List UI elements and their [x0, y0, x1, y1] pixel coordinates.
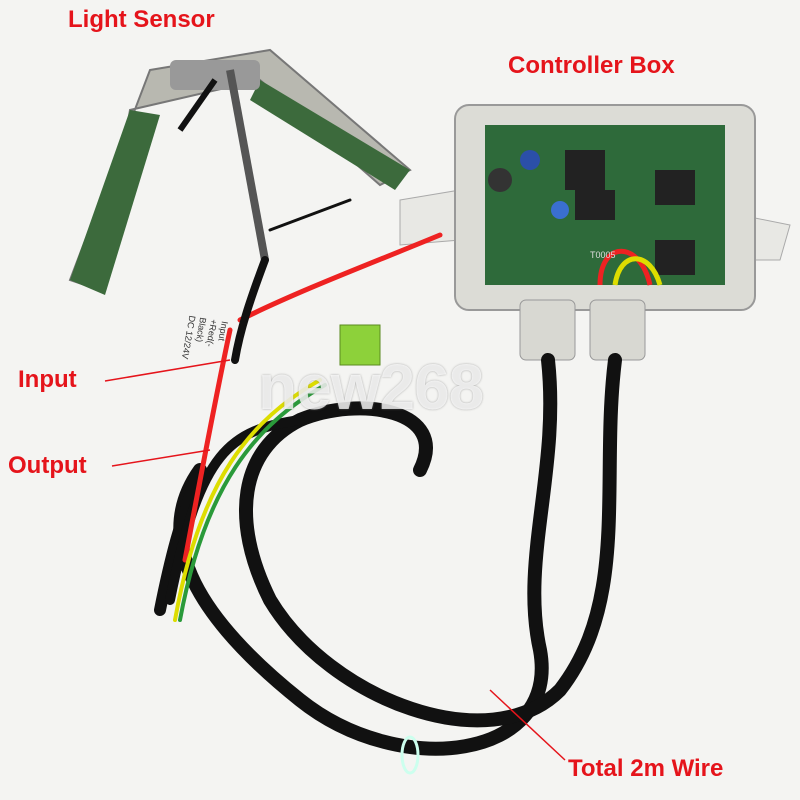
- cables: [154, 198, 622, 756]
- terminal-block: [339, 324, 381, 366]
- zip-tie: [400, 735, 420, 775]
- light-sensor-label: Light Sensor: [68, 6, 215, 33]
- controller-box: [399, 104, 791, 361]
- light-sensor-bracket: [68, 48, 412, 295]
- input-label: Input: [18, 366, 77, 393]
- pcb-marking: T0005: [590, 250, 616, 260]
- output-label: Output: [8, 452, 87, 479]
- annotation-arrows: [104, 359, 566, 761]
- cable-tag: Input +Red(-Black) DC 12/24V: [178, 315, 230, 370]
- wire-length-label: Total 2m Wire: [568, 755, 724, 782]
- controller-box-label: Controller Box: [508, 52, 675, 79]
- watermark: new268: [258, 351, 484, 423]
